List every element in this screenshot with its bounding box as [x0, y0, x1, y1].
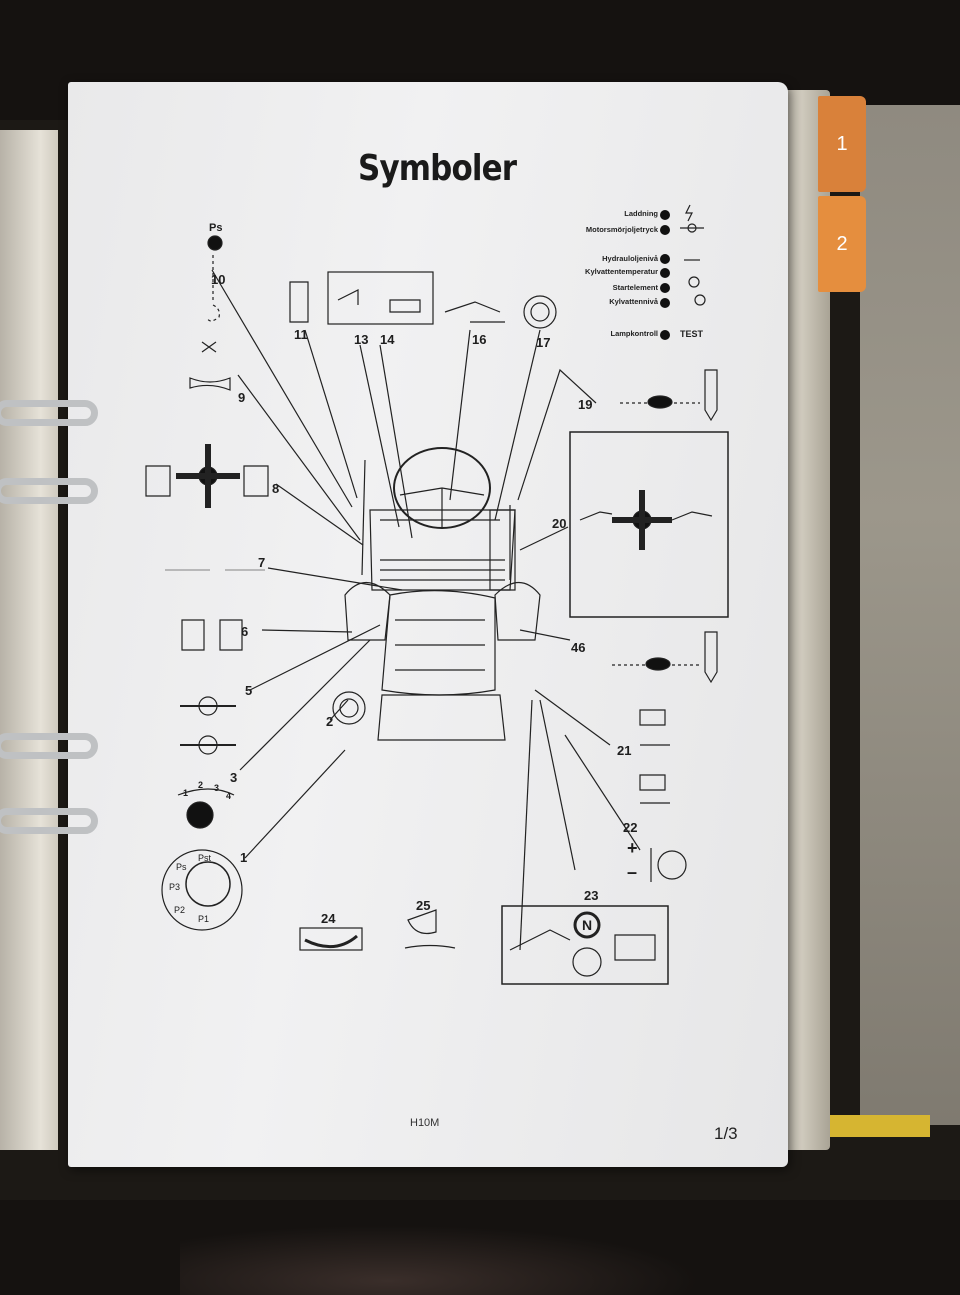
callout-8: 8 [272, 481, 280, 496]
binder-ring [0, 733, 98, 759]
binder-ring [0, 400, 98, 426]
callout-24: 24 [321, 911, 336, 926]
callout-2: 2 [326, 714, 334, 729]
callout-19: 19 [578, 397, 593, 412]
plus-sign: + [627, 838, 638, 858]
callout-3: 3 [230, 770, 238, 785]
left-page-stack [0, 130, 58, 1150]
lamp-indicator [660, 254, 670, 264]
pump-label-pst: Pst [198, 853, 212, 863]
callout-23: 23 [584, 888, 599, 903]
binder-ring [0, 808, 98, 834]
callout-10: 10 [211, 272, 226, 287]
throttle-mark-4: 4 [226, 791, 232, 801]
lamp-indicator [660, 268, 670, 278]
pump-label-p3: P3 [169, 882, 181, 892]
callout-25: 25 [416, 898, 431, 913]
throttle-mark-2: 2 [198, 780, 204, 790]
throttle-mark-3: 3 [214, 783, 220, 793]
callout-6: 6 [241, 624, 249, 639]
throttle-mark-1: 1 [183, 788, 189, 798]
lamp-indicator [660, 298, 670, 308]
page-title: Symboler [358, 148, 517, 189]
test-label: TEST [680, 329, 704, 339]
page-number: 1/3 [714, 1124, 738, 1143]
lamp-label-coolant-level: Kylvattennivå [609, 297, 658, 306]
neutral-label: N [582, 917, 593, 933]
pump-label-ps: Ps [176, 862, 187, 872]
minus-sign: – [627, 862, 638, 882]
callout-1: 1 [240, 850, 248, 865]
lamp-label-laddning: Laddning [624, 209, 658, 218]
lamp-label-glow-plug: Startelement [612, 283, 658, 292]
lamp-label-hydraulic-level: Hydrauloljenivå [602, 254, 658, 263]
section-tab-2[interactable]: 2 [818, 196, 866, 292]
lamp-indicator [660, 330, 670, 340]
callout-13: 13 [354, 332, 369, 347]
hand-shadow [180, 1225, 700, 1295]
callout-46: 46 [571, 640, 586, 655]
ps-label: Ps [209, 222, 223, 234]
callout-22: 22 [623, 820, 638, 835]
pump-label-p2: P2 [174, 905, 186, 915]
callout-21: 21 [617, 743, 632, 758]
pump-label-p1: P1 [198, 914, 210, 924]
lamp-label-oil-pressure: Motorsmörjoljetryck [585, 225, 658, 234]
lamp-label-lamp-test: Lampkontroll [610, 329, 658, 338]
lamp-indicator [660, 283, 670, 293]
callout-17: 17 [536, 335, 551, 350]
callout-5: 5 [245, 683, 253, 698]
binder-ring [0, 478, 98, 504]
lamp-label-coolant-temp: Kylvattentemperatur [585, 267, 658, 276]
lamp-indicator [660, 225, 670, 235]
lamp-indicator [660, 210, 670, 220]
section-tab-1[interactable]: 1 [818, 96, 866, 192]
callout-20: 20 [552, 516, 567, 531]
footer-model-code: H10M [410, 1117, 440, 1129]
callout-7: 7 [258, 555, 266, 570]
callout-11: 11 [294, 327, 308, 342]
callout-9: 9 [238, 390, 246, 405]
callout-16: 16 [472, 332, 487, 347]
binder-divider-sheet [860, 105, 960, 1125]
callout-14: 14 [380, 332, 395, 347]
